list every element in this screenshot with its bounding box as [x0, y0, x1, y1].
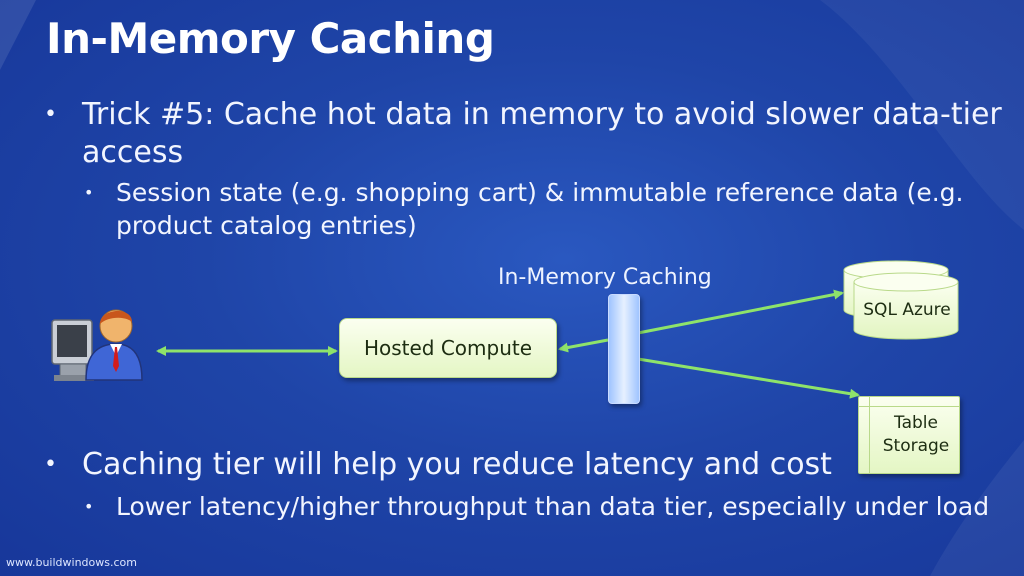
cache-tier-bar [608, 294, 640, 404]
table-storage-label: Table Storage [869, 412, 950, 458]
sub-bullet-session-state: • Session state (e.g. shopping cart) & i… [84, 176, 964, 242]
bullet-line: Trick #5: Cache hot data in memory to av… [82, 97, 1002, 132]
database-icon [843, 260, 959, 340]
bullet-caching-tier: • Caching tier will help you reduce late… [44, 446, 832, 484]
bullet-dot: • [84, 497, 94, 516]
arrow-cache-sql [637, 289, 844, 335]
bullet-dot: • [44, 102, 57, 127]
bullet-line: access [82, 135, 184, 170]
table-icon-column-rule [869, 397, 870, 473]
bullet-dot: • [44, 452, 57, 477]
sql-azure-label: SQL Azure [863, 300, 951, 320]
bullet-trick-5: • Trick #5: Cache hot data in memory to … [44, 96, 1002, 172]
table-storage-line: Storage [882, 436, 950, 456]
user-at-computer-icon [51, 309, 143, 381]
bullet-line: Caching tier will help you reduce latenc… [82, 447, 832, 482]
bullet-line: Lower latency/higher throughput than dat… [116, 492, 990, 521]
sub-bullet-lower-latency: • Lower latency/higher throughput than d… [84, 490, 990, 523]
footer-url[interactable]: www.buildwindows.com [6, 556, 137, 569]
diagram-label: In-Memory Caching [498, 265, 712, 290]
table-icon-header-rule [859, 406, 959, 407]
arrow-cache-compute [558, 338, 609, 353]
arrow-cache-table [637, 357, 860, 399]
bullet-dot: • [84, 183, 94, 202]
bullet-line: Session state (e.g. shopping cart) & imm… [116, 178, 964, 207]
slide-title: In-Memory Caching [46, 14, 495, 63]
hosted-compute-box: Hosted Compute [339, 318, 557, 378]
table-storage-box: Table Storage [858, 396, 960, 474]
table-storage-line: Table [894, 413, 938, 433]
bullet-line: product catalog entries) [116, 211, 417, 240]
